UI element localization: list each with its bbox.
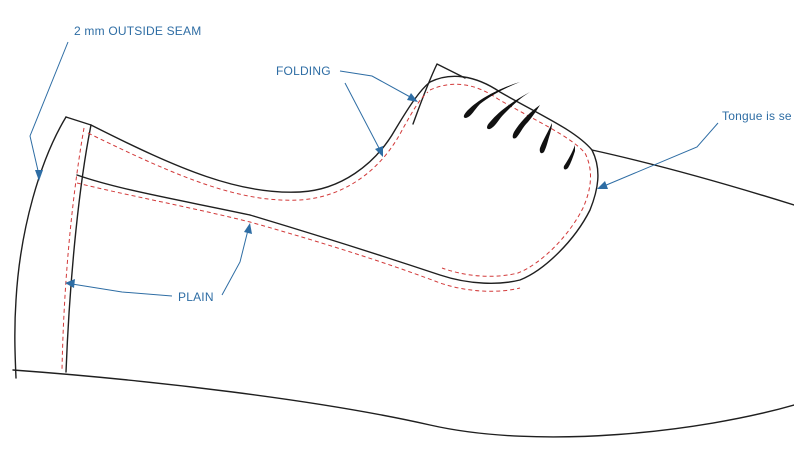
folding-leader-right	[339, 70, 413, 99]
plain-arrowhead-left	[65, 279, 75, 288]
lace-4	[539, 123, 552, 154]
quarter-lower-line	[76, 174, 251, 216]
laces	[463, 82, 575, 170]
tongue-leader	[603, 122, 719, 187]
annotation-outside-seam: 2 mm OUTSIDE SEAM	[29, 24, 201, 181]
tongue-outline	[412, 63, 466, 125]
vamp-eyestay-outline	[249, 75, 599, 284]
annotation-plain: PLAIN	[65, 223, 252, 304]
folding-leader-down	[344, 82, 381, 151]
annotation-folding: FOLDING	[276, 64, 418, 157]
plain-arrowhead-up	[244, 223, 252, 234]
plain-leader-up	[221, 229, 249, 296]
tongue-label: Tongue is se	[722, 109, 792, 123]
quarter-top-line	[90, 81, 431, 193]
folding-arrowhead-right	[407, 93, 418, 102]
heel-back-outline	[14, 116, 67, 379]
lace-1	[463, 82, 520, 118]
stitch-lines	[61, 83, 591, 371]
plain-label: PLAIN	[178, 290, 214, 304]
heel-counter-seam	[65, 124, 92, 373]
sole-outline	[12, 369, 794, 438]
stitch-quarter-top	[87, 91, 429, 201]
lace-2	[487, 92, 530, 130]
folding-label: FOLDING	[276, 64, 331, 78]
shoe-outline	[12, 63, 794, 438]
outside-seam-leader	[29, 41, 69, 176]
heel-top-line	[65, 116, 92, 126]
folding-arrowhead-down	[375, 146, 383, 157]
outside-seam-label: 2 mm OUTSIDE SEAM	[74, 24, 201, 38]
plain-leader-left	[71, 283, 173, 297]
stitch-eyestay	[429, 83, 591, 277]
vamp-top-line	[591, 149, 794, 206]
annotation-tongue: Tongue is se	[597, 109, 792, 189]
lace-3	[512, 105, 540, 139]
outside-seam-arrowhead	[35, 170, 43, 181]
stitch-quarter-lower	[76, 182, 521, 292]
lace-5	[563, 145, 575, 170]
tongue-arrowhead	[597, 181, 608, 189]
stitch-heel-seam	[61, 127, 85, 371]
